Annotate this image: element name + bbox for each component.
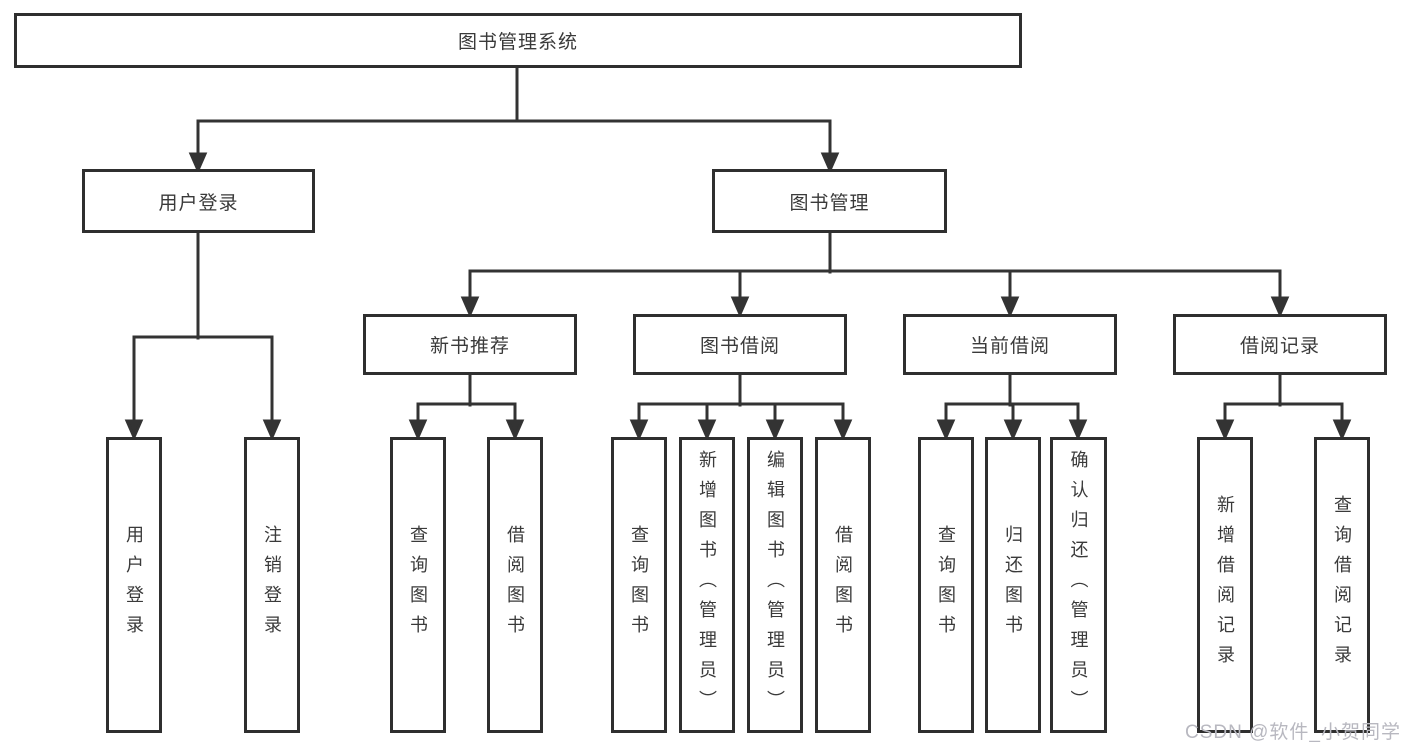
node-new-book-recommend-label: 新书推荐 xyxy=(429,336,510,357)
node-leaf-user-login-label: 用户登录 xyxy=(124,525,144,645)
node-new-book-recommend: 新书推荐 xyxy=(363,314,577,375)
node-leaf-bb-borrow-books: 借阅图书 xyxy=(815,437,871,733)
node-leaf-logout-label: 注销登录 xyxy=(262,525,282,645)
node-leaf-logout: 注销登录 xyxy=(244,437,300,733)
node-leaf-br-query-record-label: 查询借阅记录 xyxy=(1332,495,1352,675)
node-leaf-user-login: 用户登录 xyxy=(106,437,162,733)
node-leaf-bb-add-books-label: 新增图书（管理员） xyxy=(697,450,717,720)
node-leaf-br-query-record: 查询借阅记录 xyxy=(1314,437,1370,733)
node-leaf-nbr-query-books-label: 查询图书 xyxy=(408,525,428,645)
node-book-borrowing: 图书借阅 xyxy=(633,314,847,375)
node-leaf-bb-add-books: 新增图书（管理员） xyxy=(679,437,735,733)
node-leaf-nbr-borrow-books-label: 借阅图书 xyxy=(505,525,525,645)
node-root-label: 图书管理系统 xyxy=(457,32,578,53)
node-leaf-bb-edit-books: 编辑图书（管理员） xyxy=(747,437,803,733)
node-book-management: 图书管理 xyxy=(712,169,947,233)
node-leaf-cb-confirm-return: 确认归还（管理员） xyxy=(1050,437,1107,733)
node-leaf-cb-return-books: 归还图书 xyxy=(985,437,1041,733)
node-borrowing-records-label: 借阅记录 xyxy=(1239,336,1320,357)
node-leaf-cb-query-books: 查询图书 xyxy=(918,437,974,733)
node-user-login: 用户登录 xyxy=(82,169,315,233)
node-leaf-br-add-record-label: 新增借阅记录 xyxy=(1215,495,1235,675)
node-leaf-nbr-borrow-books: 借阅图书 xyxy=(487,437,543,733)
node-user-login-label: 用户登录 xyxy=(158,192,239,214)
node-book-borrowing-label: 图书借阅 xyxy=(699,336,780,357)
node-leaf-nbr-query-books: 查询图书 xyxy=(390,437,446,733)
csdn-watermark: CSDN @软件_小贺同学 xyxy=(1185,722,1401,743)
node-root: 图书管理系统 xyxy=(14,13,1022,68)
node-leaf-bb-query-books-label: 查询图书 xyxy=(629,525,649,645)
node-leaf-cb-confirm-return-label: 确认归还（管理员） xyxy=(1068,450,1089,720)
node-current-borrowing-label: 当前借阅 xyxy=(969,336,1050,357)
node-leaf-bb-edit-books-label: 编辑图书（管理员） xyxy=(765,450,785,720)
node-leaf-bb-borrow-books-label: 借阅图书 xyxy=(833,525,853,645)
node-book-management-label: 图书管理 xyxy=(789,192,870,214)
node-borrowing-records: 借阅记录 xyxy=(1173,314,1387,375)
node-current-borrowing: 当前借阅 xyxy=(903,314,1117,375)
node-leaf-cb-query-books-label: 查询图书 xyxy=(936,525,956,645)
node-leaf-bb-query-books: 查询图书 xyxy=(611,437,667,733)
node-leaf-cb-return-books-label: 归还图书 xyxy=(1003,525,1023,645)
node-leaf-br-add-record: 新增借阅记录 xyxy=(1197,437,1253,733)
